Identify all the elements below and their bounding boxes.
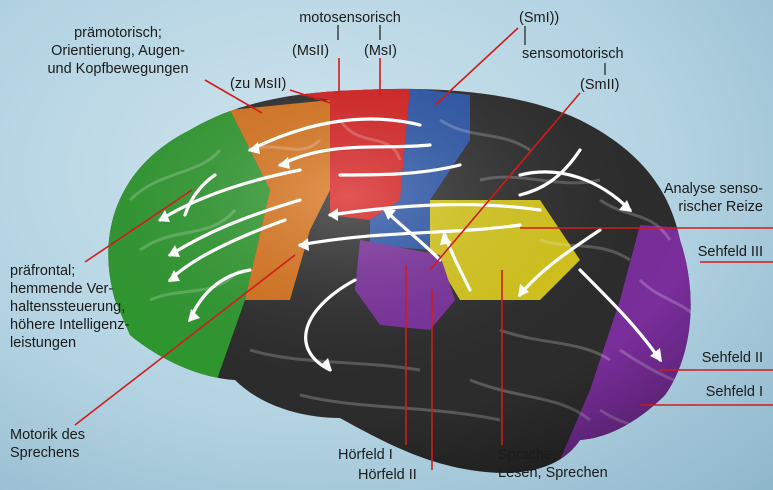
msll-label: (MsII) [292, 42, 329, 60]
smll-label: (SmII) [580, 76, 619, 94]
sprache-label: Sprache; Lesen, Sprechen [498, 446, 608, 482]
praefrontal-label: präfrontal; hemmende Ver- haltenssteueru… [10, 262, 129, 352]
msl-label: (MsI) [364, 42, 397, 60]
sehfeld3-label: Sehfeld III [698, 243, 763, 261]
analyse-label: Analyse senso- rischer Reize [664, 180, 763, 216]
sensomotorisch-label: sensomotorisch [522, 45, 624, 63]
sml-label: (SmI)) [519, 9, 559, 27]
motorik-label: Motorik des Sprechens [10, 426, 85, 462]
praemotorisch-label: prämotorisch; Orientierung, Augen- und K… [28, 24, 208, 78]
hoerfeld2-label: Hörfeld II [358, 466, 417, 484]
sehfeld1-label: Sehfeld I [706, 383, 763, 401]
motosensorisch-label: motosensorisch [285, 9, 415, 27]
hoerfeld1-label: Hörfeld I [338, 446, 393, 464]
sehfeld2-label: Sehfeld II [702, 349, 763, 367]
zu-msll-label: (zu MsII) [230, 75, 286, 93]
